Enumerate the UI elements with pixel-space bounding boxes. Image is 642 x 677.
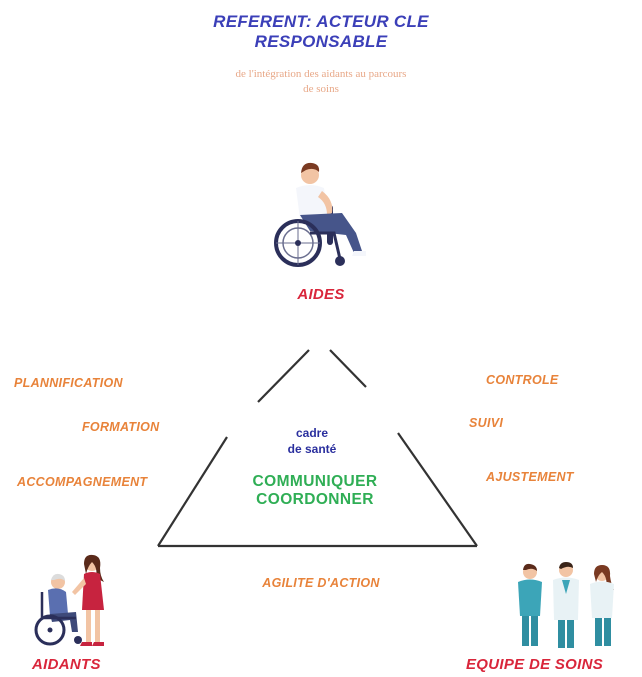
right-action-ajustement: AJUSTEMENT — [486, 470, 574, 484]
subtitle-line-2: de soins — [303, 83, 339, 95]
action-communiquer: COMMUNIQUER — [252, 473, 378, 490]
caregiver-with-elderly-icon — [34, 554, 104, 646]
left-action-formation: FORMATION — [82, 420, 160, 434]
node-equipe-label: EQUIPE DE SOINS — [466, 656, 604, 673]
role-line-1: cadre — [295, 426, 329, 440]
right-action-controle: CONTROLE — [486, 373, 559, 387]
title-line-2: RESPONSABLE — [254, 32, 388, 51]
title-line-1: REFERENT: ACTEUR CLE — [213, 12, 429, 31]
bottom-action-agilite: AGILITE D'ACTION — [262, 576, 380, 590]
wheelchair-patient-icon — [274, 162, 366, 267]
left-action-accompagnement: ACCOMPAGNEMENT — [17, 475, 148, 489]
node-aidants-label: AIDANTS — [32, 656, 101, 673]
right-action-suivi: SUIVI — [469, 416, 504, 430]
subtitle-line-1: de l'intégration des aidants au parcours — [235, 68, 407, 80]
action-coordonner: COORDONNER — [256, 491, 374, 508]
role-line-2: de santé — [287, 442, 337, 456]
medical-team-icon — [518, 562, 614, 648]
node-aides-label: AIDES — [297, 286, 345, 303]
left-action-plannification: PLANNIFICATION — [14, 376, 123, 390]
